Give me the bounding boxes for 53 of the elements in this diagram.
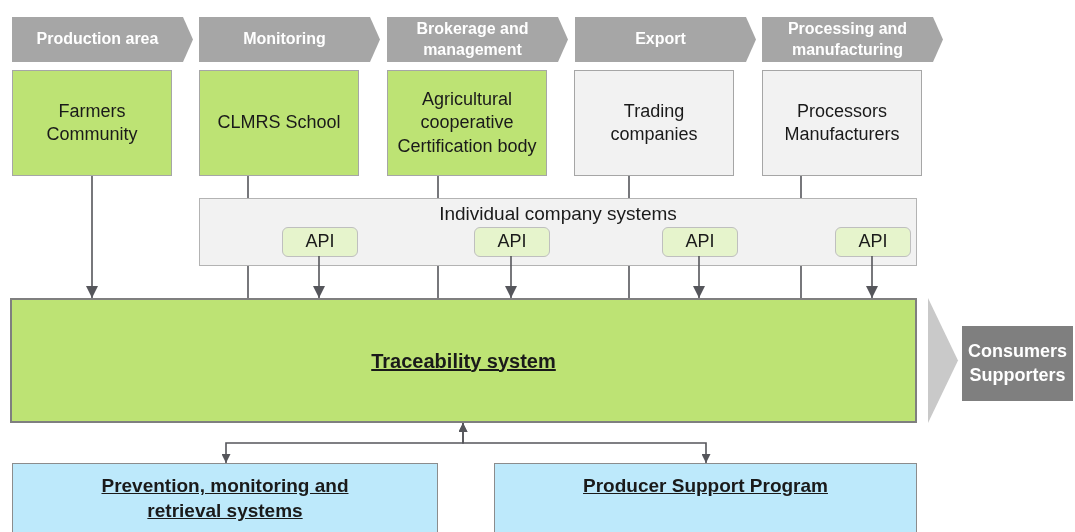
node-label: Consumers Supporters	[967, 340, 1068, 387]
node-label: Processors Manufacturers	[783, 99, 901, 146]
connector-line	[247, 265, 249, 299]
program-box	[494, 463, 917, 532]
node-label: Production area	[36, 29, 159, 50]
node-label: CLMRS School	[217, 111, 341, 135]
arrow	[866, 255, 878, 299]
stage-banner	[575, 17, 756, 62]
arrow	[86, 175, 98, 299]
api-box	[282, 227, 358, 257]
connector-line	[628, 175, 630, 199]
node-label: Prevention, monitoring and retrieval systems	[100, 474, 350, 523]
node-label: Trading companies	[609, 99, 699, 146]
node-label: API	[685, 230, 715, 254]
arrow	[505, 255, 517, 299]
stage-banner	[387, 17, 568, 62]
connector-line	[800, 175, 802, 199]
api-box	[662, 227, 738, 257]
program-box	[12, 463, 438, 532]
connector-line	[800, 265, 802, 299]
node-label: Monitoring	[243, 29, 326, 50]
api-box	[835, 227, 911, 257]
connector-line	[628, 265, 630, 299]
actor-box	[387, 70, 547, 176]
connector-line	[247, 175, 249, 199]
node-label: Agricultural cooperative Certification body	[396, 87, 538, 158]
node-label: Export	[635, 29, 686, 50]
actor-box	[574, 70, 734, 176]
node-label: API	[858, 230, 888, 254]
node-label: API	[305, 230, 335, 254]
node-label: API	[497, 230, 527, 254]
chevron-arrow	[928, 298, 958, 423]
actor-box	[12, 70, 172, 176]
arrow	[693, 255, 705, 299]
system-box	[10, 298, 917, 423]
stage-banner	[762, 17, 943, 62]
arrow	[313, 255, 325, 299]
node-label: Producer Support Program	[583, 474, 828, 498]
stage-banner	[12, 17, 193, 62]
stage-banner	[199, 17, 380, 62]
connector-line	[437, 175, 439, 199]
band-title: Individual company systems	[439, 202, 677, 226]
arrow	[458, 422, 711, 464]
node-label: Traceability system	[371, 348, 556, 374]
node-label: Processing and manufacturing	[786, 18, 909, 60]
node-label: Farmers Community	[45, 99, 139, 146]
api-box	[474, 227, 550, 257]
connector-line	[437, 265, 439, 299]
actor-box	[762, 70, 922, 176]
audience-box	[962, 326, 1073, 401]
systems-band	[199, 198, 917, 266]
node-label: Brokerage and management	[415, 18, 530, 60]
actor-box	[199, 70, 359, 176]
